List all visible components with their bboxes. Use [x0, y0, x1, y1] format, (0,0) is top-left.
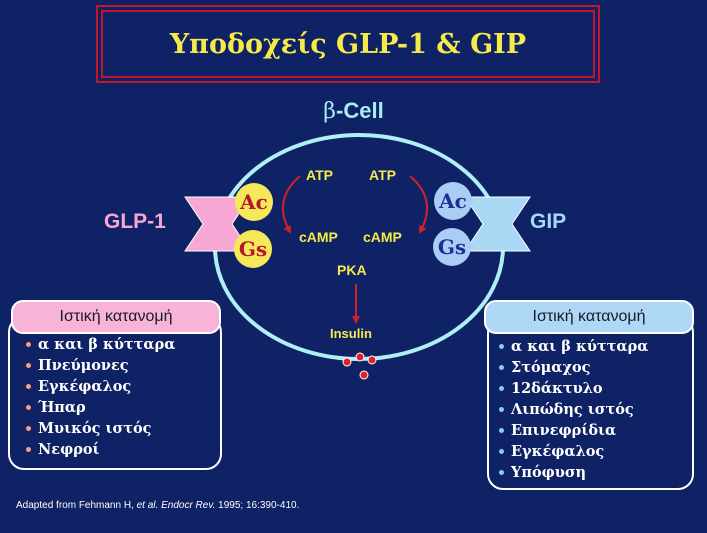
bullet-icon	[26, 342, 31, 347]
page-title: Υποδοχείς GLP-1 & GIP	[169, 28, 527, 60]
left-panel-header: Ιστική κατανομή	[11, 300, 221, 334]
bullet-icon	[499, 365, 504, 370]
list-item: Νεφροί	[26, 439, 175, 460]
bullet-icon	[26, 384, 31, 389]
list-item: Επινεφρίδια	[499, 420, 648, 441]
gip-label: GIP	[530, 210, 567, 233]
list-item: Πνεύμονες	[26, 355, 175, 376]
gip-receptor	[464, 196, 531, 252]
title-box: Υποδοχείς GLP-1 & GIP	[96, 5, 600, 83]
insulin-granule	[342, 357, 352, 367]
bullet-icon	[499, 428, 504, 433]
atp-right: ATP	[369, 167, 396, 183]
camp-left: cAMP	[299, 229, 338, 245]
insulin-granule	[359, 370, 369, 380]
gs-left: Gs	[234, 230, 272, 268]
atp-to-camp-arrow-right	[409, 175, 428, 234]
pka: PKA	[337, 262, 367, 278]
right-panel-header: Ιστική κατανομή	[484, 300, 694, 334]
bullet-icon	[499, 449, 504, 454]
insulin-granule	[367, 355, 377, 365]
citation: Adapted from Fehmann H, et al. Endocr Re…	[16, 500, 300, 511]
right-tissue-list: α και β κύτταρα Στόμαχος 12δάκτυλο Λιπώδ…	[499, 336, 648, 483]
ac-right: Ac	[434, 182, 472, 220]
cell-label-suffix: -Cell	[336, 98, 384, 123]
ac-left: Ac	[235, 183, 273, 221]
gs-right: Gs	[433, 228, 471, 266]
atp-to-camp-arrow-left	[282, 175, 301, 234]
left-tissue-panel	[8, 316, 222, 470]
bullet-icon	[499, 344, 504, 349]
bullet-icon	[26, 447, 31, 452]
list-item: 12δάκτυλο	[499, 378, 648, 399]
camp-right: cAMP	[363, 229, 402, 245]
glp1-label: GLP-1	[104, 210, 166, 233]
left-tissue-list: α και β κύτταρα Πνεύμονες Εγκέφαλος Ήπαρ…	[26, 334, 175, 460]
insulin-granule	[355, 352, 365, 362]
beta-symbol: β	[323, 99, 337, 124]
list-item: Υπόφυση	[499, 462, 648, 483]
bullet-icon	[499, 386, 504, 391]
list-item: Λιπώδης ιστός	[499, 399, 648, 420]
atp-left: ATP	[306, 167, 333, 183]
bullet-icon	[499, 470, 504, 475]
list-item: α και β κύτταρα	[26, 334, 175, 355]
beta-cell-label: β-Cell	[0, 98, 707, 124]
bullet-icon	[26, 405, 31, 410]
list-item: Εγκέφαλος	[499, 441, 648, 462]
bullet-icon	[26, 363, 31, 368]
list-item: Στόμαχος	[499, 357, 648, 378]
bullet-icon	[26, 426, 31, 431]
bullet-icon	[499, 407, 504, 412]
insulin: Insulin	[330, 326, 372, 341]
right-tissue-panel	[487, 316, 694, 490]
list-item: α και β κύτταρα	[499, 336, 648, 357]
list-item: Εγκέφαλος	[26, 376, 175, 397]
list-item: Μυικός ιστός	[26, 418, 175, 439]
list-item: Ήπαρ	[26, 397, 175, 418]
